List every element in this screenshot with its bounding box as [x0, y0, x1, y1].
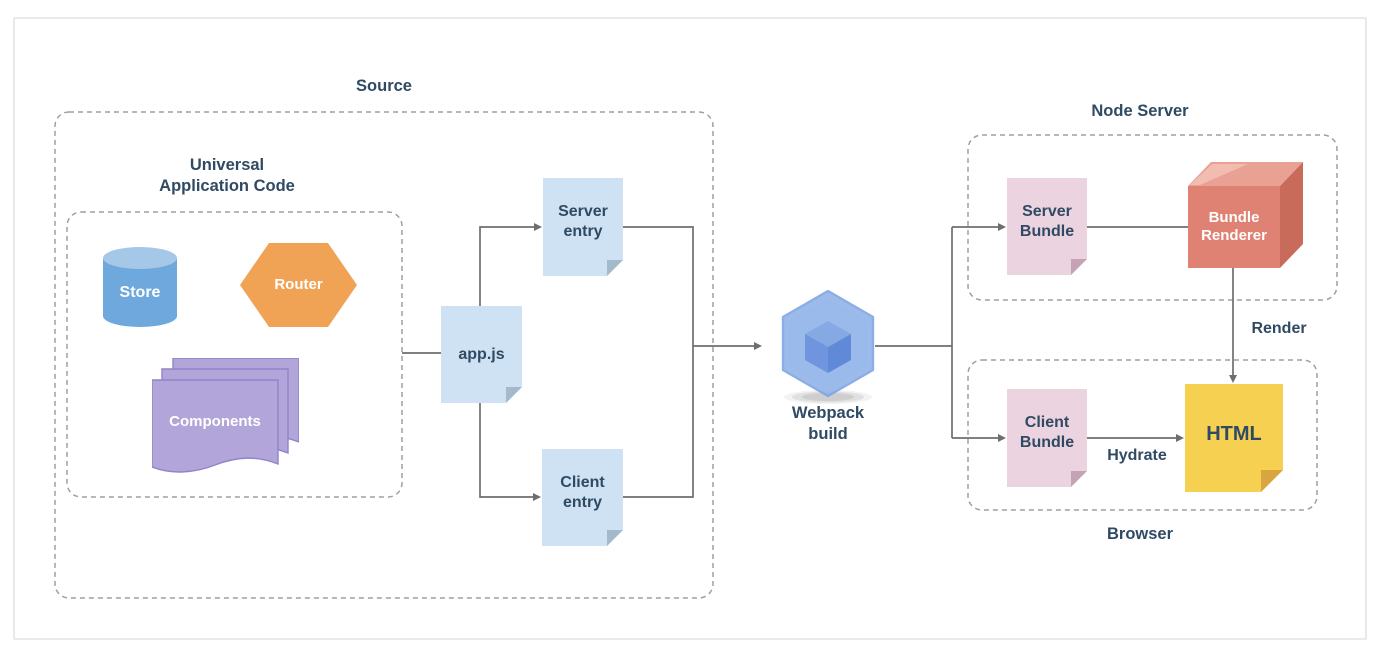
- edge-appjs-to-server-entry: [479, 223, 542, 306]
- edge-appjs-to-client-entry: [479, 403, 541, 501]
- uac-title-line1: Universal: [189, 156, 265, 174]
- webpack-logo-icon: [781, 290, 875, 404]
- hexagon-icon: [240, 243, 357, 327]
- document-icon: [542, 449, 623, 546]
- client-entry-node: Client entry: [542, 449, 623, 546]
- router-label: Router: [274, 275, 323, 293]
- components-label: Components: [169, 412, 261, 430]
- hydrate-edge-label: Hydrate: [1107, 447, 1167, 464]
- app-js-node: app.js: [441, 306, 522, 403]
- document-icon: [543, 178, 623, 276]
- sticky-note-icon: [1185, 384, 1283, 492]
- cube-icon: [1188, 162, 1303, 268]
- store-label: Store: [119, 284, 161, 302]
- client-entry-label: Client entry: [560, 474, 605, 511]
- source-group-title: Source: [356, 77, 412, 95]
- document-icon: [1007, 178, 1087, 275]
- webpack-label-line2: build: [808, 425, 848, 444]
- database-cylinder-icon: [103, 247, 177, 327]
- bundle-renderer-node: Bundle Renderer: [1188, 162, 1305, 268]
- universal-app-code-title: Universal Application Code: [107, 155, 347, 198]
- webpack-build-node: [778, 290, 878, 405]
- server-bundle-node: Server Bundle: [1007, 178, 1087, 275]
- uac-title-line2: Application Code: [159, 177, 295, 196]
- bundle-renderer-label: Bundle Renderer: [1201, 208, 1267, 244]
- server-bundle-label: Server Bundle: [1019, 203, 1075, 240]
- edge-entries-merge: [623, 226, 694, 498]
- client-bundle-node: Client Bundle: [1007, 389, 1087, 487]
- node-server-group-title: Node Server: [1091, 102, 1189, 120]
- source-group-box: [54, 111, 714, 599]
- html-node: HTML: [1185, 384, 1283, 492]
- components-node: Components: [152, 358, 299, 482]
- app-js-label: app.js: [458, 345, 505, 363]
- browser-group-title: Browser: [1106, 525, 1174, 543]
- server-entry-label: Server entry: [558, 203, 608, 240]
- document-icon: [1007, 389, 1087, 487]
- router-node: Router: [240, 243, 357, 327]
- client-bundle-label: Client Bundle: [1019, 414, 1075, 451]
- webpack-label-line1: Webpack: [791, 404, 865, 422]
- html-label: HTML: [1206, 422, 1262, 445]
- diagram-frame: [13, 17, 1367, 640]
- universal-app-code-box: [66, 211, 403, 498]
- webpack-build-label: Webpack build: [770, 403, 886, 446]
- render-edge-label: Render: [1251, 320, 1307, 337]
- server-entry-node: Server entry: [543, 178, 623, 276]
- store-node: Store: [103, 247, 177, 327]
- stacked-documents-icon: [152, 358, 299, 473]
- document-icon: [441, 306, 522, 403]
